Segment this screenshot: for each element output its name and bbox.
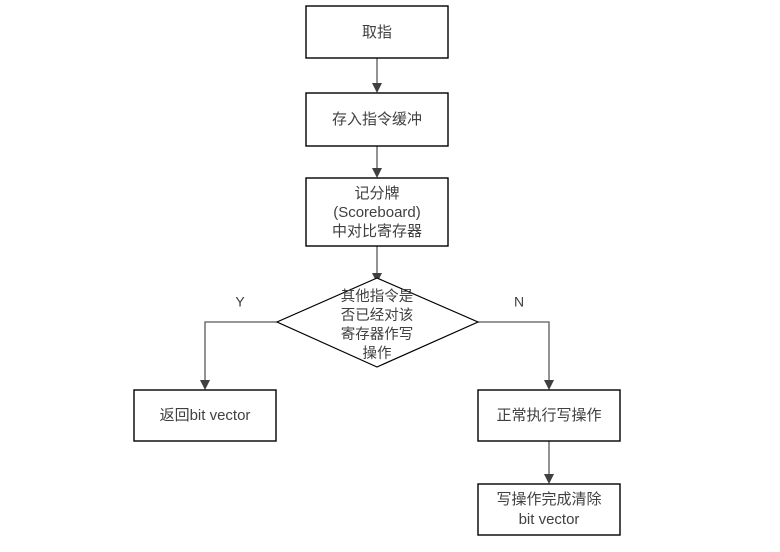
arrowhead-icon — [200, 380, 210, 390]
arrowhead-icon — [544, 380, 554, 390]
arrowhead-icon — [372, 83, 382, 93]
arrowhead-icon — [544, 474, 554, 484]
connector-normal-write-to-clear — [544, 441, 554, 484]
node-buffer-label: 存入指令缓冲 — [332, 111, 422, 128]
connector-decision-to-return — [200, 321, 277, 390]
node-scoreboard[interactable]: 记分牌 (Scoreboard) 中对比寄存器 — [305, 177, 449, 247]
decision-diamond-shape — [275, 277, 480, 368]
node-decision[interactable]: 其他指令是 否已经对该 寄存器作写 操作 — [275, 277, 480, 368]
node-decision-label-line4: 操作 — [363, 345, 392, 362]
node-fetch[interactable]: 取指 — [305, 5, 449, 59]
connector-buffer-to-scoreboard — [372, 146, 382, 178]
node-normal-write-label: 正常执行写操作 — [496, 407, 601, 424]
node-scoreboard-label-line1: 记分牌 — [354, 185, 399, 202]
node-buffer[interactable]: 存入指令缓冲 — [305, 92, 449, 147]
node-clear-bit-vector-label-line2: bit vector — [519, 511, 580, 528]
node-decision-label-line3: 寄存器作写 — [341, 325, 414, 343]
node-scoreboard-label-line3: 中对比寄存器 — [332, 222, 422, 240]
node-decision-label-line2: 否已经对该 — [341, 307, 414, 324]
branch-label-yes: Y — [235, 294, 245, 310]
node-normal-write[interactable]: 正常执行写操作 — [477, 389, 621, 442]
node-fetch-label: 取指 — [362, 24, 392, 41]
connector-decision-to-normal-write — [478, 321, 554, 390]
arrowhead-icon — [372, 168, 382, 178]
node-clear-bit-vector-label-line1: 写操作完成清除 — [496, 491, 601, 508]
node-return-bit-vector-label: 返回bit vector — [160, 407, 251, 424]
connector-fetch-to-buffer — [372, 58, 382, 93]
node-scoreboard-label-line2: (Scoreboard) — [333, 204, 421, 221]
node-decision-label-line1: 其他指令是 — [341, 288, 414, 305]
node-clear-bit-vector[interactable]: 写操作完成清除 bit vector — [477, 483, 621, 536]
node-return-bit-vector[interactable]: 返回bit vector — [133, 389, 277, 442]
branch-label-no: N — [514, 294, 524, 310]
